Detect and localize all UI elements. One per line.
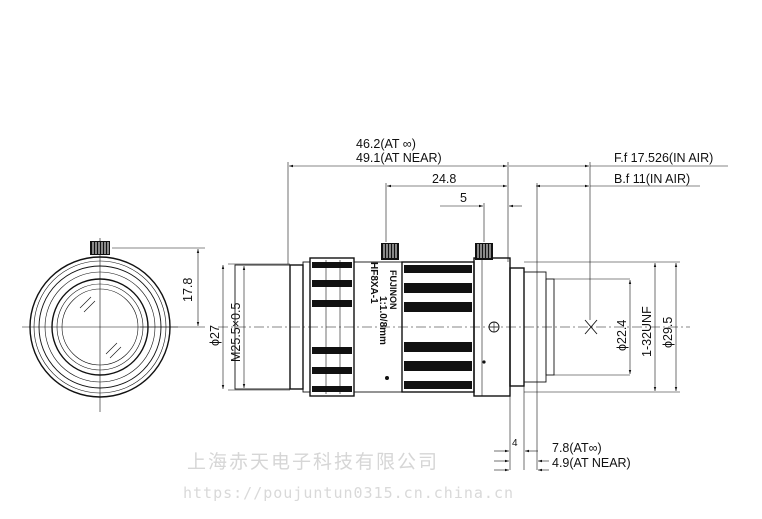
dim-phi27-label: ϕ27	[208, 325, 222, 346]
dim-phi22-4-label: ϕ22.4	[615, 320, 629, 351]
dim-5-label: 5	[460, 191, 467, 205]
dim-7-8-label: 7.8(AT∞)	[552, 441, 602, 455]
dim-unf-label: 1-32UNF	[640, 306, 654, 357]
lens-brand-marking: FUJINON	[388, 270, 398, 310]
side-view: FUJINON HF8XA-1 1:1.0/8mm	[218, 243, 690, 397]
dim-24-8-label: 24.8	[432, 172, 456, 186]
dim-bf-label: B.f 11(IN AIR)	[614, 172, 690, 186]
lens-model-marking: HF8XA-1	[368, 262, 379, 304]
dim-17-8-label: 17.8	[181, 278, 195, 302]
dim-phi29-5-label: ϕ29.5	[661, 317, 675, 348]
lens-spec-marking: 1:1.0/8mm	[377, 296, 388, 345]
dim-4-9-label: 4.9(AT NEAR)	[552, 456, 631, 470]
dim-ff-label: F.f 17.526(IN AIR)	[614, 151, 713, 165]
watermark-company: 上海赤天电子科技有限公司	[187, 451, 439, 473]
dim-m25-label: M25.5×0.5	[229, 303, 243, 362]
front-view: 17.8	[22, 238, 205, 412]
dim-length-inf-label: 46.2(AT ∞)	[356, 137, 416, 151]
watermark-url: https://poujuntun0315.cn.china.cn	[183, 484, 514, 502]
watermark: 上海赤天电子科技有限公司 https://poujuntun0315.cn.ch…	[183, 451, 514, 502]
dim-length-near-label: 49.1(AT NEAR)	[356, 151, 442, 165]
dim-4-label: 4	[512, 438, 518, 449]
dimension-lines: 46.2(AT ∞) 49.1(AT NEAR) 24.8 5 F.f 17.5…	[208, 137, 728, 472]
